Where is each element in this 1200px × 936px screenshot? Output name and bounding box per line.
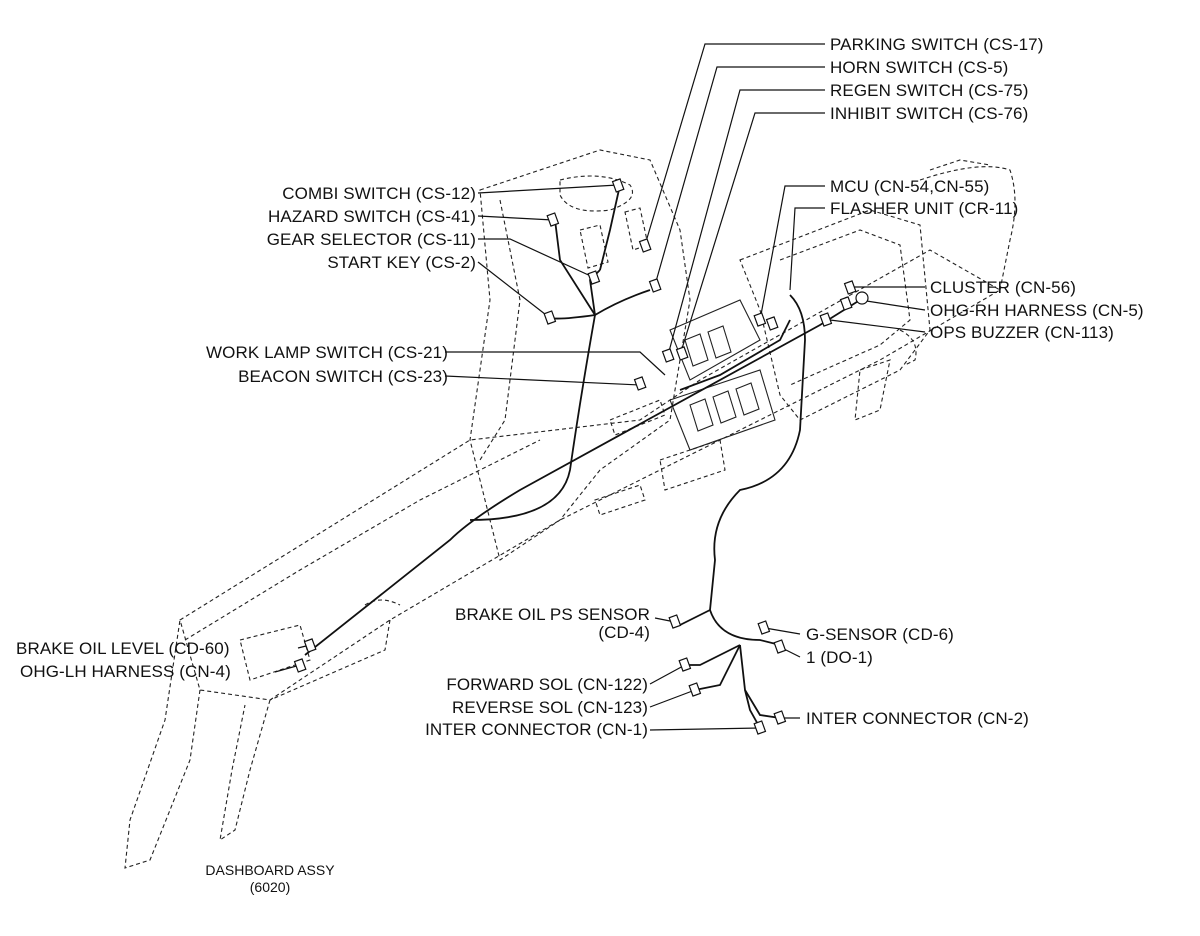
label-do-1: 1 (DO-1) bbox=[806, 648, 873, 667]
label-forward-sol: FORWARD SOL (CN-122) bbox=[446, 675, 648, 694]
label-mcu: MCU (CN-54,CN-55) bbox=[830, 177, 990, 196]
label-g-sensor: G-SENSOR (CD-6) bbox=[806, 625, 954, 644]
label-regen-switch: REGEN SWITCH (CS-75) bbox=[830, 81, 1029, 100]
caption-title: DASHBOARD ASSY bbox=[205, 862, 335, 878]
dashboard-outline bbox=[124, 149, 1016, 869]
label-flasher-unit: FLASHER UNIT (CR-11) bbox=[830, 199, 1019, 218]
caption-code: (6020) bbox=[249, 879, 291, 895]
label-reverse-sol: REVERSE SOL (CN-123) bbox=[452, 698, 648, 717]
label-brake-oil-ps-sensor: BRAKE OIL PS SENSOR bbox=[455, 605, 650, 624]
connectors bbox=[293, 178, 869, 735]
label-brake-oil-ps-sensor-code: (CD-4) bbox=[598, 623, 650, 642]
label-brake-oil-level: BRAKE OIL LEVEL (CD-60) bbox=[16, 639, 230, 658]
leader-lines bbox=[274, 43, 926, 731]
label-cluster: CLUSTER (CN-56) bbox=[930, 278, 1077, 297]
label-start-key: START KEY (CS-2) bbox=[327, 253, 476, 272]
label-hazard-switch: HAZARD SWITCH (CS-41) bbox=[268, 207, 476, 226]
label-horn-switch: HORN SWITCH (CS-5) bbox=[830, 58, 1009, 77]
label-inter-connector-1: INTER CONNECTOR (CN-1) bbox=[425, 720, 648, 739]
label-gear-selector: GEAR SELECTOR (CS-11) bbox=[266, 230, 476, 249]
label-inter-connector-2: INTER CONNECTOR (CN-2) bbox=[806, 709, 1029, 728]
diagram-caption: DASHBOARD ASSY (6020) bbox=[180, 862, 360, 896]
label-inhibit-switch: INHIBIT SWITCH (CS-76) bbox=[830, 104, 1029, 123]
label-parking-switch: PARKING SWITCH (CS-17) bbox=[830, 35, 1044, 54]
label-combi-switch: COMBI SWITCH (CS-12) bbox=[282, 184, 476, 203]
label-ohg-lh-harness: OHG-LH HARNESS (CN-4) bbox=[20, 662, 231, 681]
label-ohg-rh-harness: OHG-RH HARNESS (CN-5) bbox=[930, 301, 1144, 320]
label-work-lamp-switch: WORK LAMP SWITCH (CS-21) bbox=[206, 343, 448, 362]
label-ops-buzzer: OPS BUZZER (CN-113) bbox=[930, 323, 1114, 342]
label-beacon-switch: BEACON SWITCH (CS-23) bbox=[238, 367, 448, 386]
harness-wires bbox=[304, 184, 861, 729]
